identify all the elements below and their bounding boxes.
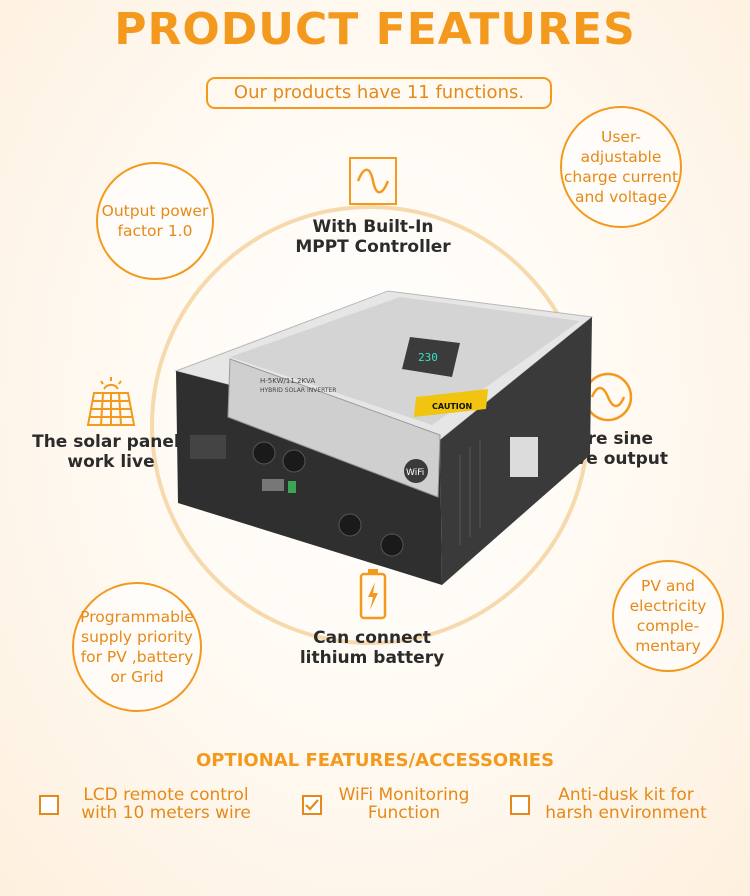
subtitle-badge: Our products have 11 functions. — [206, 77, 552, 109]
feature-line: work live — [67, 452, 155, 472]
bubble-line: Output power — [101, 202, 209, 220]
bubble-line: factor 1.0 — [117, 222, 193, 240]
bubble-power-factor: Output power factor 1.0 — [96, 162, 214, 280]
caution-label: CAUTION — [432, 402, 472, 411]
panel-type: HYBRID SOLAR INVERTER — [260, 387, 336, 394]
bubble-line: charge current — [563, 168, 679, 186]
option-line: LCD remote control — [83, 785, 249, 805]
feature-battery: Can connect lithium battery — [280, 628, 464, 668]
bubble-line: supply priority — [81, 628, 193, 646]
option-remote-control: LCD remote control with 10 meters wire — [66, 786, 266, 822]
optional-heading: OPTIONAL FEATURES/ACCESSORIES — [195, 750, 555, 771]
bubble-line: PV and — [640, 577, 696, 595]
panel-model: H-5KW/11.2KVA — [260, 377, 315, 385]
bubble-supply-priority: Programmable supply priority for PV ,bat… — [72, 582, 202, 712]
feature-line: With Built-In — [312, 217, 434, 237]
inverter-image: 230 CAUTION H-5KW/11.2KVA HYBRID SOLAR I… — [174, 290, 594, 585]
check-icon — [305, 799, 319, 811]
feature-mppt: With Built-In MPPT Controller — [270, 217, 476, 257]
bubble-adjustable-charge: User- adjustable charge current and volt… — [560, 106, 682, 228]
feature-line: Can connect — [313, 628, 431, 648]
option-line: Function — [367, 803, 441, 823]
option-anti-dusk: Anti-dusk kit for harsh environment — [538, 786, 714, 822]
bubble-line: adjustable — [580, 148, 662, 166]
bubble-line: Programmable — [80, 608, 194, 626]
sine-wave-icon — [349, 157, 397, 205]
bubble-line: comple- — [636, 617, 700, 635]
remote-control-checkbox[interactable] — [39, 795, 59, 815]
page-title: PRODUCT FEATURES — [114, 4, 636, 55]
feature-line: MPPT Controller — [295, 237, 451, 257]
solar-panel-icon — [84, 375, 138, 433]
bubble-line: for PV ,battery — [80, 648, 194, 666]
bubble-line: or Grid — [110, 668, 164, 686]
bubble-line: electricity — [629, 597, 707, 615]
anti-dusk-checkbox[interactable] — [510, 795, 530, 815]
bubble-line: mentary — [635, 637, 701, 655]
feature-solar: The solar panels work live — [28, 432, 194, 472]
option-line: harsh environment — [545, 803, 707, 823]
option-line: WiFi Monitoring — [338, 785, 470, 805]
bubble-line: and voltage — [574, 188, 667, 206]
wifi-monitoring-checkbox[interactable] — [302, 795, 322, 815]
feature-line: lithium battery — [299, 648, 445, 668]
battery-charge-icon — [359, 568, 387, 624]
lcd-reading: 230 — [418, 351, 438, 364]
option-line: Anti-dusk kit for — [558, 785, 694, 805]
bubble-pv-complementary: PV and electricity comple- mentary — [612, 560, 724, 672]
wifi-badge: WiFi — [406, 468, 424, 478]
feature-line: The solar panels — [32, 432, 190, 452]
bubble-line: User- — [601, 128, 641, 146]
option-line: with 10 meters wire — [81, 803, 251, 823]
option-wifi-monitoring: WiFi Monitoring Function — [330, 786, 478, 822]
